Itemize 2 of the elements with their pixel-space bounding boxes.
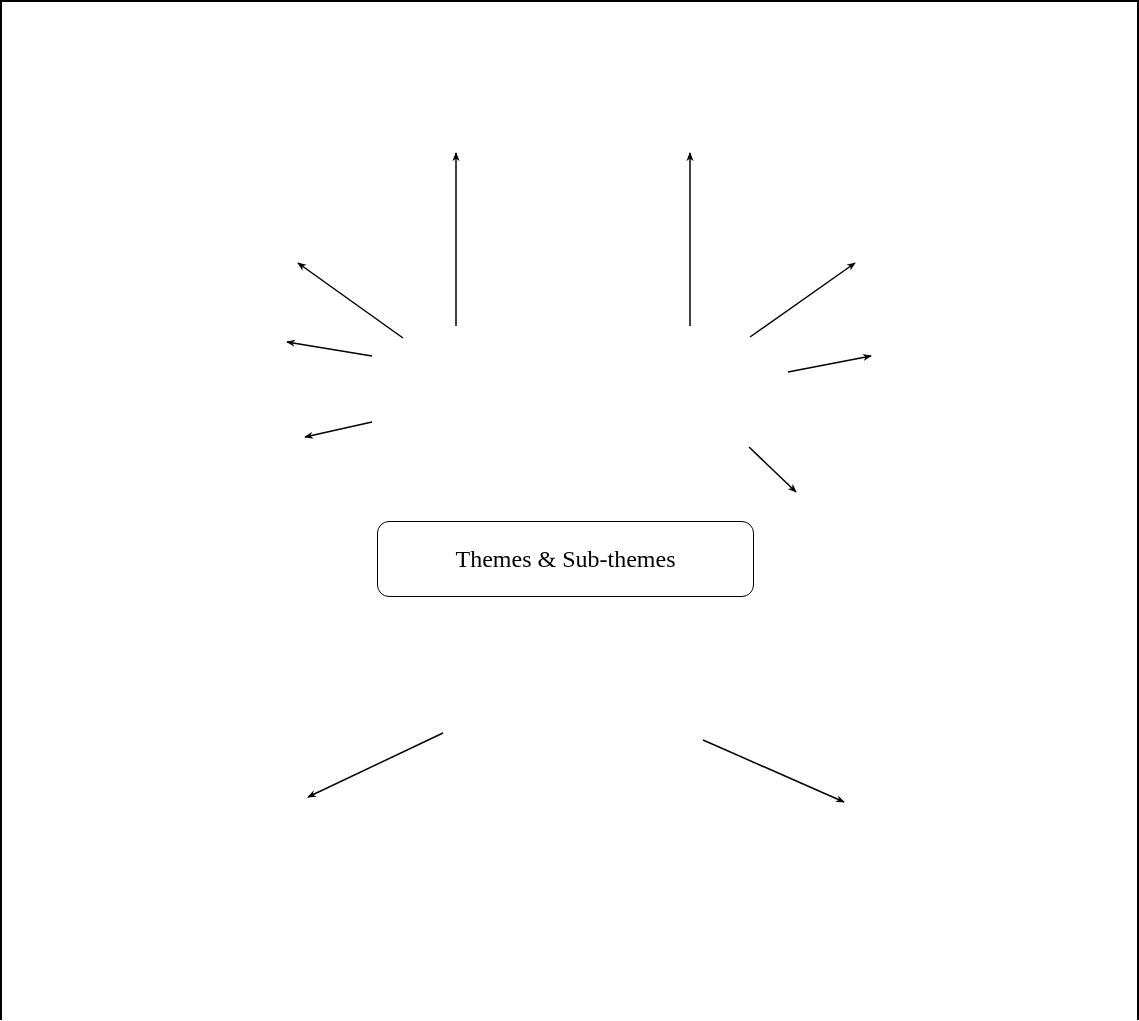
node-label: Themes & Sub-themes [455, 545, 676, 573]
theme-box [377, 521, 754, 597]
